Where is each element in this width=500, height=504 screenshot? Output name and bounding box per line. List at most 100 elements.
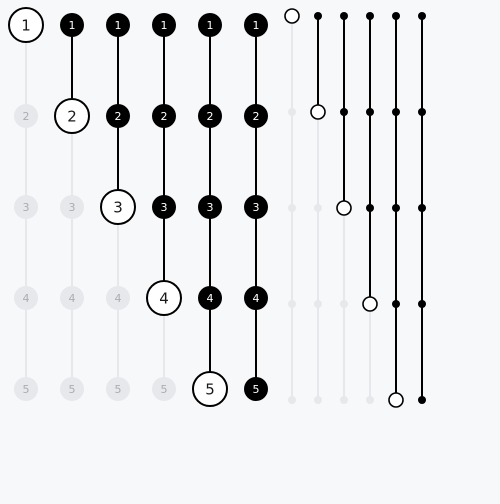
step-number-label: 1: [21, 16, 31, 34]
dot-step-upcoming: [314, 300, 322, 308]
dot-step-completed: [366, 12, 374, 20]
step-circle-completed: [244, 13, 268, 37]
step-circle-completed: [244, 195, 268, 219]
numbered-stepper-1: 1 2 3 4 5: [8, 7, 44, 401]
dot-step-active: [362, 296, 378, 312]
step-number-label: 2: [161, 110, 168, 123]
dot-stepper-4: [362, 12, 378, 404]
dot-step-completed: [392, 12, 400, 20]
dot-step-completed: [314, 12, 322, 20]
dot-step-active: [388, 392, 404, 408]
dot-stepper-5: [388, 12, 404, 408]
step-number-label: 4: [23, 292, 30, 305]
step-circle-active: [146, 280, 182, 316]
numbered-stepper-2: 1 2 3 4 5: [54, 13, 90, 401]
step-number-label: 2: [67, 107, 77, 125]
step-number-label: 5: [115, 383, 122, 396]
dot-step-upcoming: [314, 396, 322, 404]
step-number-label: 3: [161, 201, 168, 214]
dot-step-upcoming: [288, 396, 296, 404]
step-circle-completed: [198, 195, 222, 219]
dot-step-completed: [366, 204, 374, 212]
dot-step-upcoming: [314, 204, 322, 212]
step-number-label: 1: [253, 19, 260, 32]
step-circle-completed: [244, 286, 268, 310]
step-circle-upcoming: [14, 286, 38, 310]
dot-step-upcoming: [340, 300, 348, 308]
step-number-label: 3: [113, 198, 123, 216]
dot-step-completed: [418, 12, 426, 20]
dot-step-upcoming: [288, 108, 296, 116]
step-circle-completed: [244, 104, 268, 128]
step-number-label: 2: [207, 110, 214, 123]
dot-step-active: [336, 200, 352, 216]
step-circle-active: [8, 7, 44, 43]
dot-step-completed: [418, 396, 426, 404]
dot-step-completed: [340, 12, 348, 20]
step-number-label: 3: [207, 201, 214, 214]
step-circle-completed: [106, 13, 130, 37]
step-circle-active: [100, 189, 136, 225]
dot-step-completed: [418, 108, 426, 116]
step-number-label: 1: [161, 19, 168, 32]
step-circle-completed: [198, 104, 222, 128]
step-circle-upcoming: [106, 377, 130, 401]
dot-step-completed: [392, 204, 400, 212]
step-number-label: 3: [253, 201, 260, 214]
dot-stepper-6: [418, 12, 426, 404]
dot-step-upcoming: [366, 396, 374, 404]
dot-step-completed: [392, 300, 400, 308]
step-number-label: 2: [23, 110, 30, 123]
dot-step-upcoming: [288, 300, 296, 308]
step-circle-active: [54, 98, 90, 134]
step-number-label: 2: [253, 110, 260, 123]
dot-step-completed: [340, 108, 348, 116]
dot-step-upcoming: [288, 204, 296, 212]
step-number-label: 5: [253, 383, 260, 396]
step-circle-completed: [106, 104, 130, 128]
dot-step-active: [310, 104, 326, 120]
step-circle-upcoming: [14, 104, 38, 128]
step-circle-upcoming: [60, 286, 84, 310]
step-number-label: 4: [207, 292, 214, 305]
step-number-label: 4: [159, 289, 169, 307]
dot-stepper-3: [336, 12, 352, 404]
step-circle-active: [192, 371, 228, 407]
step-circle-completed: [152, 104, 176, 128]
step-number-label: 5: [23, 383, 30, 396]
step-number-label: 4: [115, 292, 122, 305]
step-number-label: 5: [69, 383, 76, 396]
dot-stepper-1: [284, 8, 300, 404]
step-circle-completed: [244, 377, 268, 401]
dot-step-upcoming: [340, 396, 348, 404]
step-circle-completed: [60, 13, 84, 37]
step-number-label: 1: [207, 19, 214, 32]
step-circle-completed: [198, 13, 222, 37]
dot-step-completed: [418, 300, 426, 308]
numbered-stepper-6: 1 2 3 4 5: [244, 13, 268, 401]
dot-step-active: [284, 8, 300, 24]
step-number-label: 5: [161, 383, 168, 396]
step-circle-completed: [198, 286, 222, 310]
step-number-label: 3: [23, 201, 30, 214]
step-circle-upcoming: [14, 195, 38, 219]
dot-step-completed: [418, 204, 426, 212]
step-circle-upcoming: [14, 377, 38, 401]
step-number-label: 4: [69, 292, 76, 305]
step-circle-upcoming: [106, 286, 130, 310]
dot-stepper-2: [310, 12, 326, 404]
step-number-label: 4: [253, 292, 260, 305]
step-circle-completed: [152, 13, 176, 37]
numbered-stepper-4: 1 2 3 4 5: [146, 13, 182, 401]
dot-step-completed: [392, 108, 400, 116]
dot-step-completed: [366, 108, 374, 116]
step-number-label: 1: [69, 19, 76, 32]
step-number-label: 3: [69, 201, 76, 214]
step-number-label: 1: [115, 19, 122, 32]
step-circle-upcoming: [152, 377, 176, 401]
step-number-label: 2: [115, 110, 122, 123]
step-circle-completed: [152, 195, 176, 219]
